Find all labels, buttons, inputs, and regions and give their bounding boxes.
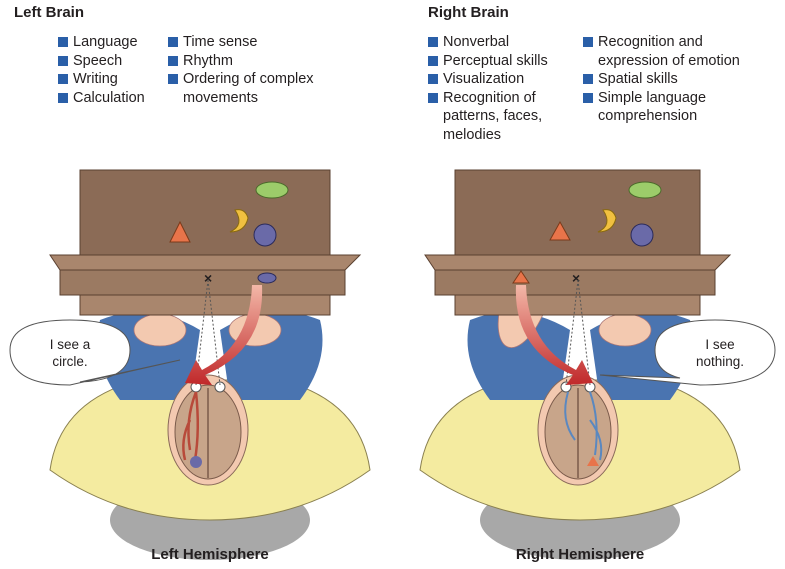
left-brain-title: Left Brain xyxy=(14,4,85,21)
function-item: Time sense xyxy=(168,33,314,52)
function-item: Rhythm xyxy=(168,52,314,71)
fixation-cross: × xyxy=(204,270,212,286)
circle-shape xyxy=(253,223,277,247)
function-item: Recognition and xyxy=(583,33,740,52)
table-screen xyxy=(454,169,701,261)
speech-line: nothing. xyxy=(695,354,745,369)
left-speech-text: I see a circle. xyxy=(25,336,115,370)
table-top-edge xyxy=(49,254,362,271)
green-ellipse xyxy=(255,181,289,199)
left-brain-functions-col2: Time sense Rhythm Ordering of complex mo… xyxy=(168,33,314,107)
function-item-continued: melodies xyxy=(443,126,502,143)
table-top-edge xyxy=(424,254,732,271)
right-scene: × xyxy=(419,169,776,560)
function-item: Simple language xyxy=(583,89,740,108)
brain-triangle-image xyxy=(587,456,599,466)
hidden-circle xyxy=(257,272,277,284)
function-item: Nonverbal xyxy=(428,33,548,52)
triangle-shape xyxy=(169,220,191,243)
function-item: Ordering of complex xyxy=(168,70,314,89)
right-speech-text: I see nothing. xyxy=(675,336,765,370)
function-item-continued: comprehension xyxy=(598,108,698,124)
function-item: Calculation xyxy=(58,89,145,108)
green-ellipse xyxy=(628,181,662,199)
table-front xyxy=(59,269,346,296)
speech-line: I see a xyxy=(49,337,91,352)
function-item-continued: movements xyxy=(183,89,258,106)
speech-line: I see xyxy=(705,337,735,352)
right-brain-title: Right Brain xyxy=(428,4,509,21)
left-brain-functions-col1: Language Speech Writing Calculation xyxy=(58,33,145,107)
table-front xyxy=(434,269,716,296)
left-speech-bubble xyxy=(9,319,181,386)
function-item: Visualization xyxy=(428,70,548,89)
right-hemisphere-caption: Right Hemisphere xyxy=(515,546,645,563)
right-hand xyxy=(598,313,652,347)
function-item-continued: patterns, faces, xyxy=(443,108,543,124)
right-speech-bubble xyxy=(599,319,776,386)
brain-circle-image xyxy=(190,456,202,468)
table-screen xyxy=(79,169,331,261)
moon-shape xyxy=(597,209,617,233)
left-scene: × xyxy=(9,169,371,560)
signal-arrow xyxy=(515,285,593,385)
left-hemisphere-caption: Left Hemisphere xyxy=(151,546,269,563)
function-item: Perceptual skills xyxy=(428,52,548,71)
table-drawer xyxy=(454,294,701,316)
triangle-shape xyxy=(549,220,571,241)
left-nerve-pathways xyxy=(182,391,200,461)
left-hand xyxy=(133,313,187,347)
right-brain-functions-col2: Recognition and expression of emotion Sp… xyxy=(583,33,740,126)
function-item: Recognition of xyxy=(428,89,548,108)
signal-arrow xyxy=(185,285,263,385)
left-leg xyxy=(467,312,570,400)
function-item: Writing xyxy=(58,70,145,89)
function-item-continued: expression of emotion xyxy=(598,52,740,69)
circle-shape xyxy=(630,223,654,247)
right-brain-functions-col1: Nonverbal Perceptual skills Visualizatio… xyxy=(428,33,548,144)
right-nerve-pathways xyxy=(564,391,603,461)
function-item: Speech xyxy=(58,52,145,71)
function-item: Spatial skills xyxy=(583,70,740,89)
fixation-cross: × xyxy=(572,270,580,286)
right-eye xyxy=(214,381,226,393)
speech-line: circle. xyxy=(52,354,88,369)
hidden-triangle xyxy=(512,270,530,284)
moon-shape xyxy=(229,209,249,233)
function-item: Language xyxy=(58,33,145,52)
